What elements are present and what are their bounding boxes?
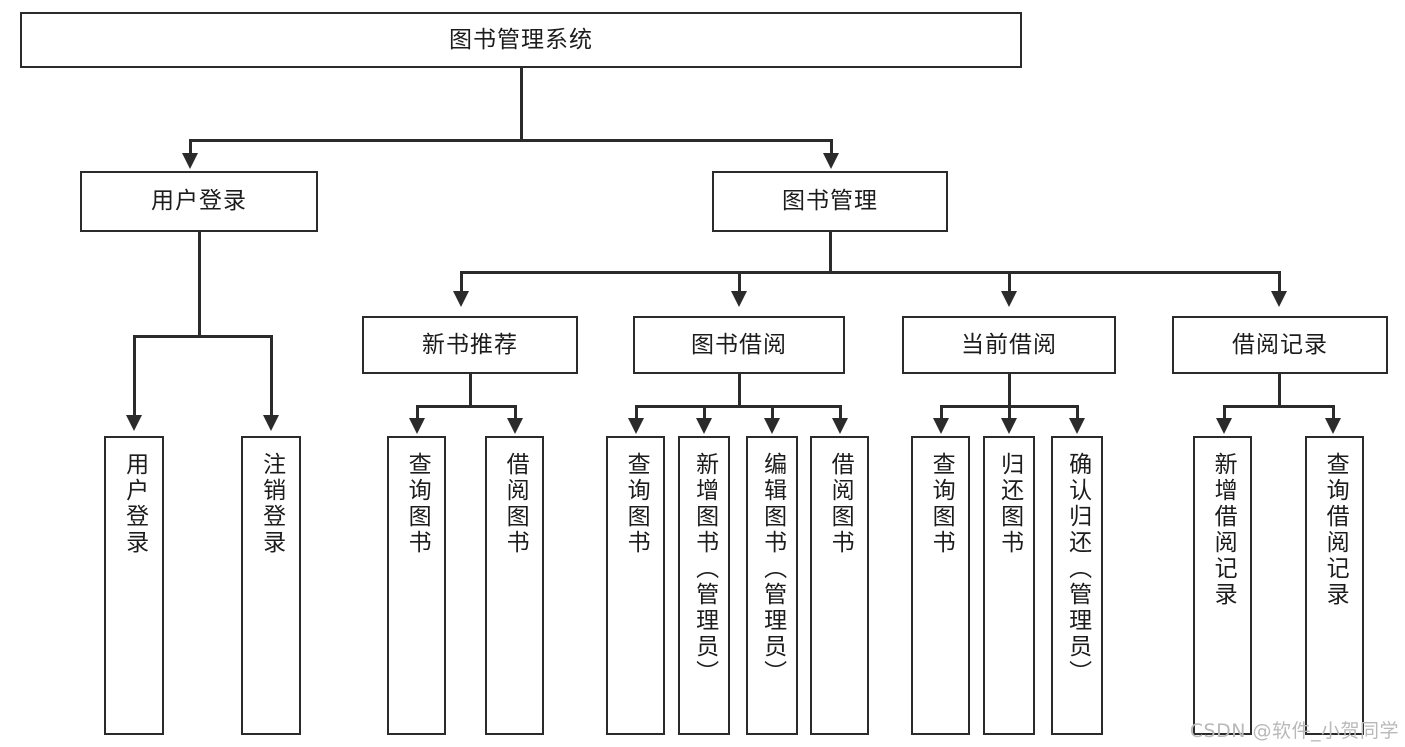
arrow-book-borrow-to-leaf-3 (764, 418, 780, 434)
arrow-new-book-to-leaf-2 (507, 418, 523, 434)
node-label: 图书借阅 (691, 331, 787, 358)
connector-user-login-bus (134, 335, 272, 338)
arrow-borrow-record-to-leaf-1 (1216, 418, 1232, 434)
node-book-management[interactable]: 图书管理 (712, 171, 948, 232)
node-label: 图书管理 (782, 188, 878, 215)
leaf-new-book-query[interactable]: 查询图书 (387, 436, 446, 735)
connector-book-mgmt-to-new-book (460, 271, 463, 295)
arrow-book-mgmt-to-borrow (731, 291, 747, 307)
node-label: 查询图书 (928, 452, 955, 556)
arrow-book-mgmt-to-record (1271, 291, 1287, 307)
connector-borrow-record-bus (1224, 405, 1334, 408)
connector-root-stem (520, 68, 523, 140)
node-user-login[interactable]: 用户登录 (80, 171, 318, 232)
connector-current-borrow-to-leaf-1 (940, 405, 943, 421)
connector-borrow-record-stem (1278, 374, 1281, 406)
node-current-borrow[interactable]: 当前借阅 (902, 316, 1116, 374)
leaf-book-borrow-query[interactable]: 查询图书 (606, 436, 665, 735)
arrow-book-mgmt-to-new-book (453, 291, 469, 307)
node-label: 借阅图书 (827, 452, 854, 556)
connector-book-borrow-to-leaf-4 (839, 405, 842, 421)
connector-book-mgmt-to-current (1008, 271, 1011, 295)
connector-new-book-to-leaf-2 (514, 405, 517, 421)
node-label: 确认归还（管理员） (1064, 452, 1091, 686)
connector-current-borrow-stem (1008, 374, 1011, 406)
connector-current-borrow-to-leaf-3 (1076, 405, 1079, 421)
node-label: 当前借阅 (961, 331, 1057, 358)
node-new-book-recommend[interactable]: 新书推荐 (362, 316, 578, 374)
arrow-new-book-to-leaf-1 (409, 418, 425, 434)
connector-book-borrow-to-leaf-2 (703, 405, 706, 421)
leaf-book-borrow-borrow[interactable]: 借阅图书 (810, 436, 869, 735)
arrow-current-borrow-to-leaf-2 (1001, 418, 1017, 434)
connector-root-bus (190, 139, 832, 142)
leaf-current-borrow-query[interactable]: 查询图书 (911, 436, 970, 735)
node-label: 注销登录 (258, 452, 285, 556)
arrow-current-borrow-to-leaf-3 (1069, 418, 1085, 434)
connector-book-borrow-to-leaf-1 (635, 405, 638, 421)
node-label: 借阅图书 (502, 452, 529, 556)
leaf-new-book-borrow[interactable]: 借阅图书 (485, 436, 544, 735)
connector-new-book-bus (417, 405, 516, 408)
leaf-borrow-record-query[interactable]: 查询借阅记录 (1305, 436, 1364, 735)
connector-new-book-stem (469, 374, 472, 406)
node-label: 查询图书 (623, 452, 650, 556)
node-label: 新增借阅记录 (1210, 452, 1237, 608)
leaf-borrow-record-add[interactable]: 新增借阅记录 (1193, 436, 1252, 735)
node-label: 编辑图书（管理员） (759, 452, 786, 686)
connector-user-login-stem (198, 232, 201, 336)
leaf-user-login-login[interactable]: 用户登录 (104, 436, 164, 735)
arrow-root-to-book-mgmt (823, 153, 839, 169)
connector-book-mgmt-stem (829, 232, 832, 272)
arrow-user-login-to-leaf-1 (126, 415, 142, 431)
node-label: 借阅记录 (1232, 331, 1328, 358)
arrow-book-borrow-to-leaf-2 (696, 418, 712, 434)
leaf-current-borrow-return[interactable]: 归还图书 (983, 436, 1035, 735)
connector-user-login-to-leaf-1 (133, 335, 136, 419)
connector-new-book-to-leaf-1 (416, 405, 419, 421)
connector-book-borrow-stem (738, 374, 741, 406)
arrow-book-borrow-to-leaf-4 (832, 418, 848, 434)
connector-root-to-user-login (189, 139, 192, 161)
leaf-user-login-logout[interactable]: 注销登录 (241, 436, 301, 735)
leaf-book-borrow-edit[interactable]: 编辑图书（管理员） (746, 436, 798, 735)
connector-book-mgmt-to-borrow (738, 271, 741, 295)
node-book-borrow[interactable]: 图书借阅 (633, 316, 845, 374)
arrow-book-borrow-to-leaf-1 (628, 418, 644, 434)
node-root-system[interactable]: 图书管理系统 (20, 12, 1022, 68)
connector-current-borrow-to-leaf-2 (1008, 405, 1011, 421)
node-label: 用户登录 (151, 188, 247, 215)
arrow-user-login-to-leaf-2 (263, 415, 279, 431)
node-label: 归还图书 (996, 452, 1023, 556)
node-label: 新书推荐 (422, 331, 518, 358)
connector-book-borrow-bus (636, 405, 841, 408)
connector-book-mgmt-bus (461, 271, 1280, 274)
arrow-borrow-record-to-leaf-2 (1325, 418, 1341, 434)
node-label: 用户登录 (121, 452, 148, 556)
connector-user-login-to-leaf-2 (270, 335, 273, 419)
arrow-current-borrow-to-leaf-1 (933, 418, 949, 434)
arrow-book-mgmt-to-current (1001, 291, 1017, 307)
node-label: 查询借阅记录 (1322, 452, 1349, 608)
node-label: 图书管理系统 (449, 26, 593, 53)
node-label: 查询图书 (404, 452, 431, 556)
connector-book-mgmt-to-record (1278, 271, 1281, 295)
connector-book-borrow-to-leaf-3 (771, 405, 774, 421)
connector-borrow-record-to-leaf-1 (1223, 405, 1226, 421)
connector-borrow-record-to-leaf-2 (1332, 405, 1335, 421)
node-borrow-record[interactable]: 借阅记录 (1172, 316, 1388, 374)
node-label: 新增图书（管理员） (691, 452, 718, 686)
leaf-current-borrow-confirm[interactable]: 确认归还（管理员） (1051, 436, 1103, 735)
leaf-book-borrow-add[interactable]: 新增图书（管理员） (678, 436, 730, 735)
arrow-root-to-user-login (182, 153, 198, 169)
connector-root-to-book-mgmt (830, 139, 833, 161)
